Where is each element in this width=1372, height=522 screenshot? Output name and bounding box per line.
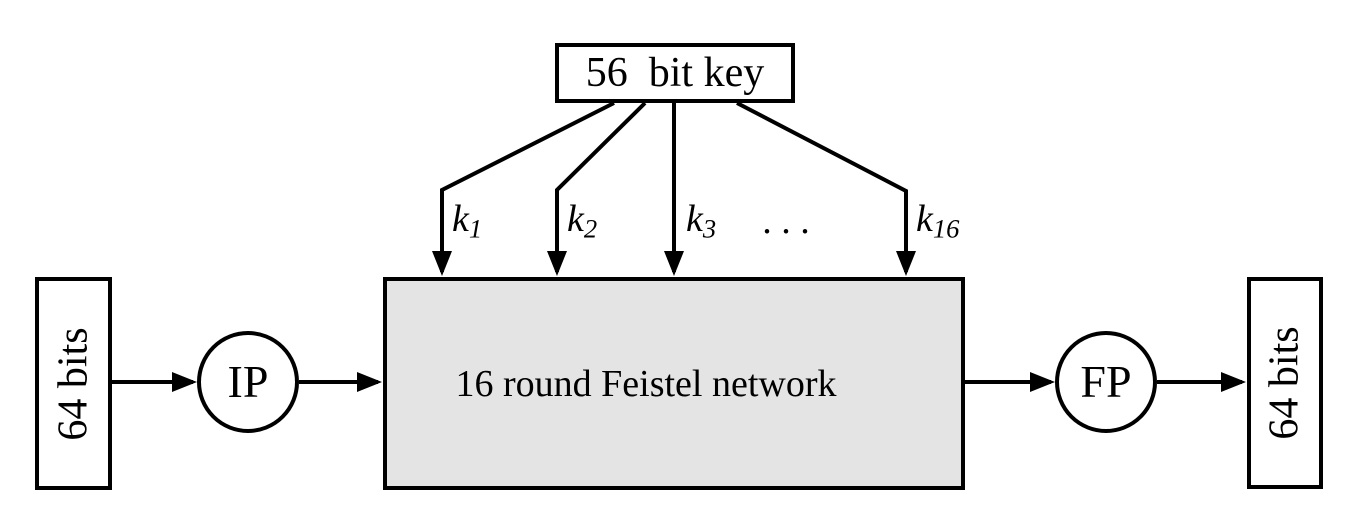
output-block: 64 bits <box>1247 277 1323 489</box>
input-block-label: 64 bits <box>50 326 97 441</box>
subkey-ellipsis: . . . <box>762 200 810 242</box>
subkey-k3-base: k <box>686 198 703 240</box>
subkey-k1-base: k <box>452 198 469 240</box>
subkey-k16-base: k <box>916 198 933 240</box>
subkey-k2-base: k <box>567 198 584 240</box>
subkey-k2-subscript: 2 <box>583 213 598 244</box>
subkey-k1-subscript: 1 <box>468 213 483 244</box>
output-block-label: 64 bits <box>1262 326 1308 440</box>
subkey-k16-subscript: 16 <box>932 213 960 244</box>
feistel-network-box: 16 round Feistel network <box>383 277 965 490</box>
ip-node: IP <box>197 331 299 433</box>
fp-node-label: FP <box>1080 356 1132 407</box>
key-box-label: 56 bit key <box>585 50 765 96</box>
subkey-k3-subscript: 3 <box>702 213 717 244</box>
feistel-network-label: 16 round Feistel network <box>455 362 837 405</box>
subkey-label-k16: k16 <box>916 198 959 242</box>
subkey-label-k2: k2 <box>567 198 597 242</box>
input-block: 64 bits <box>35 277 112 490</box>
arrow-subkey-k2 <box>547 101 647 276</box>
subkey-label-k1: k1 <box>452 198 482 242</box>
arrow-subkey-k16 <box>736 101 916 276</box>
fp-node: FP <box>1055 331 1157 433</box>
key-box: 56 bit key <box>555 43 795 103</box>
arrow-subkey-k1 <box>432 101 615 276</box>
ip-node-label: IP <box>227 356 269 407</box>
subkey-label-k3: k3 <box>686 198 716 242</box>
